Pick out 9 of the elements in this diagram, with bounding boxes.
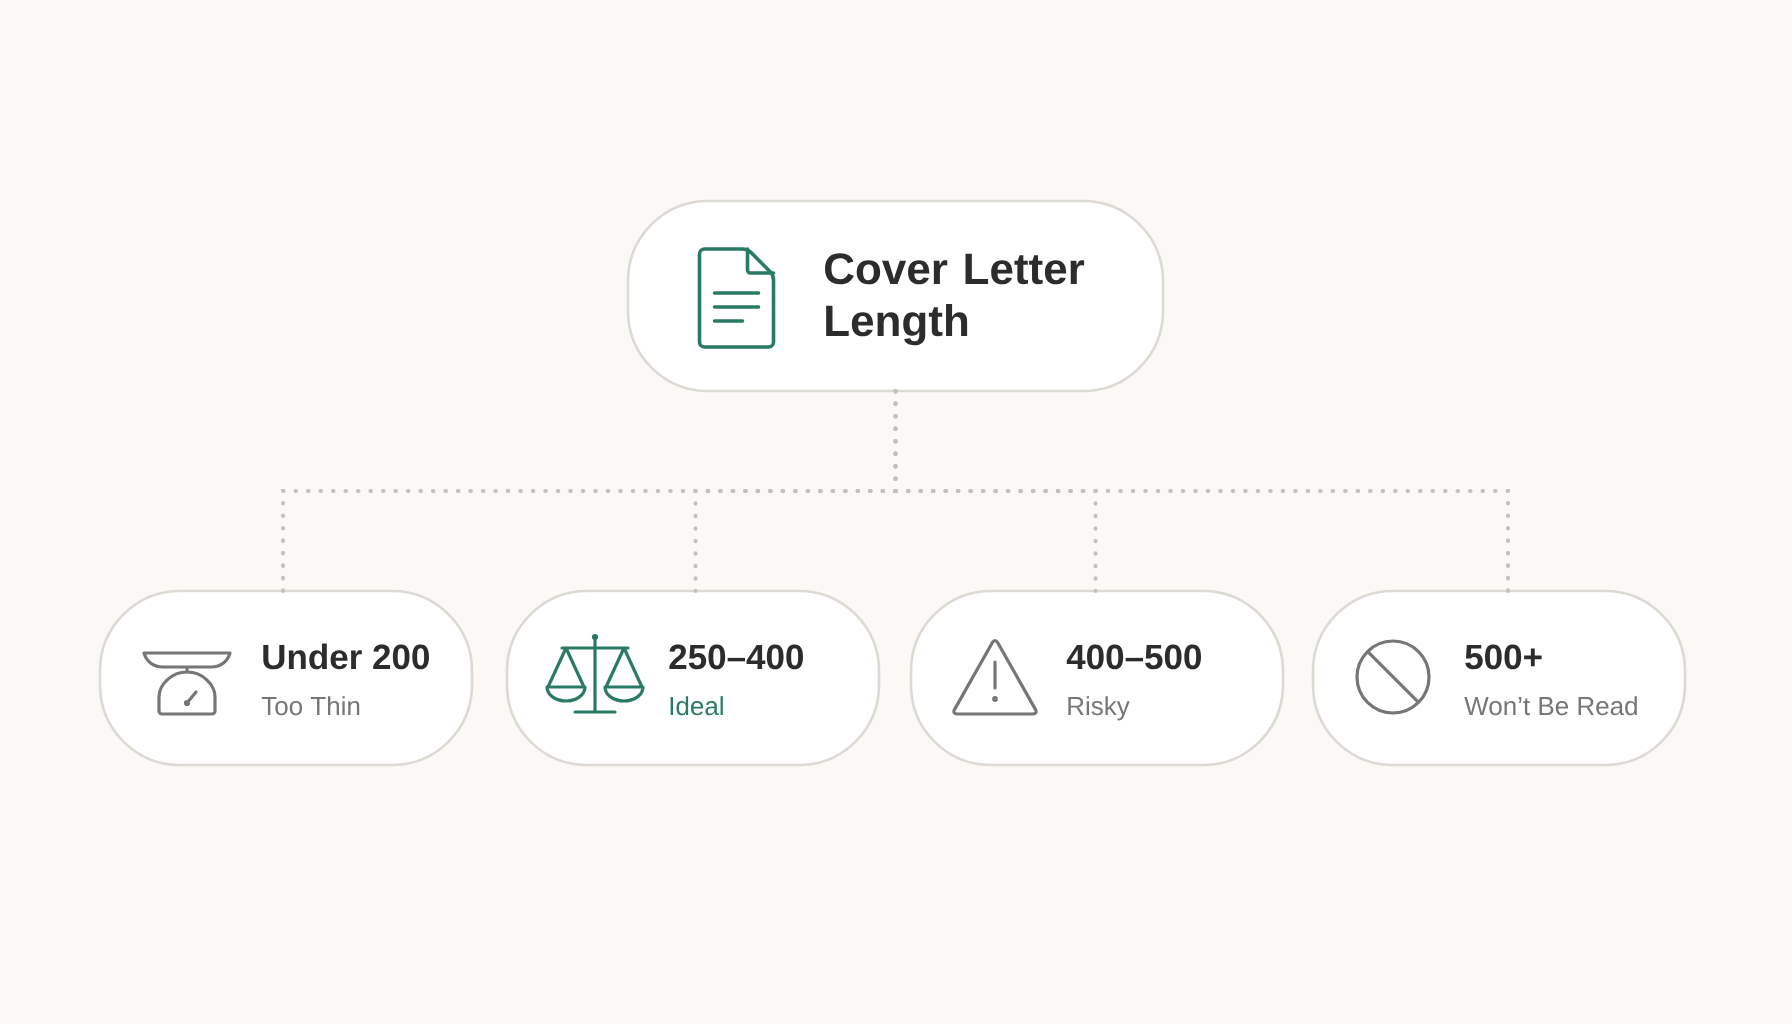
verdict-label: Risky: [1068, 696, 1130, 721]
word-count-range: 400–500: [1066, 644, 1201, 670]
verdict-label: Ideal: [670, 696, 723, 716]
word-count-range: Under 200: [263, 643, 429, 670]
word-count-range: 250–400: [669, 644, 803, 670]
word-count-range: 500+: [1465, 644, 1542, 670]
verdict-label: Too Thin: [261, 696, 360, 716]
topic-heading: Cover Letter Length: [825, 253, 1085, 346]
verdict-label: Won’t Be Read: [1464, 696, 1637, 716]
